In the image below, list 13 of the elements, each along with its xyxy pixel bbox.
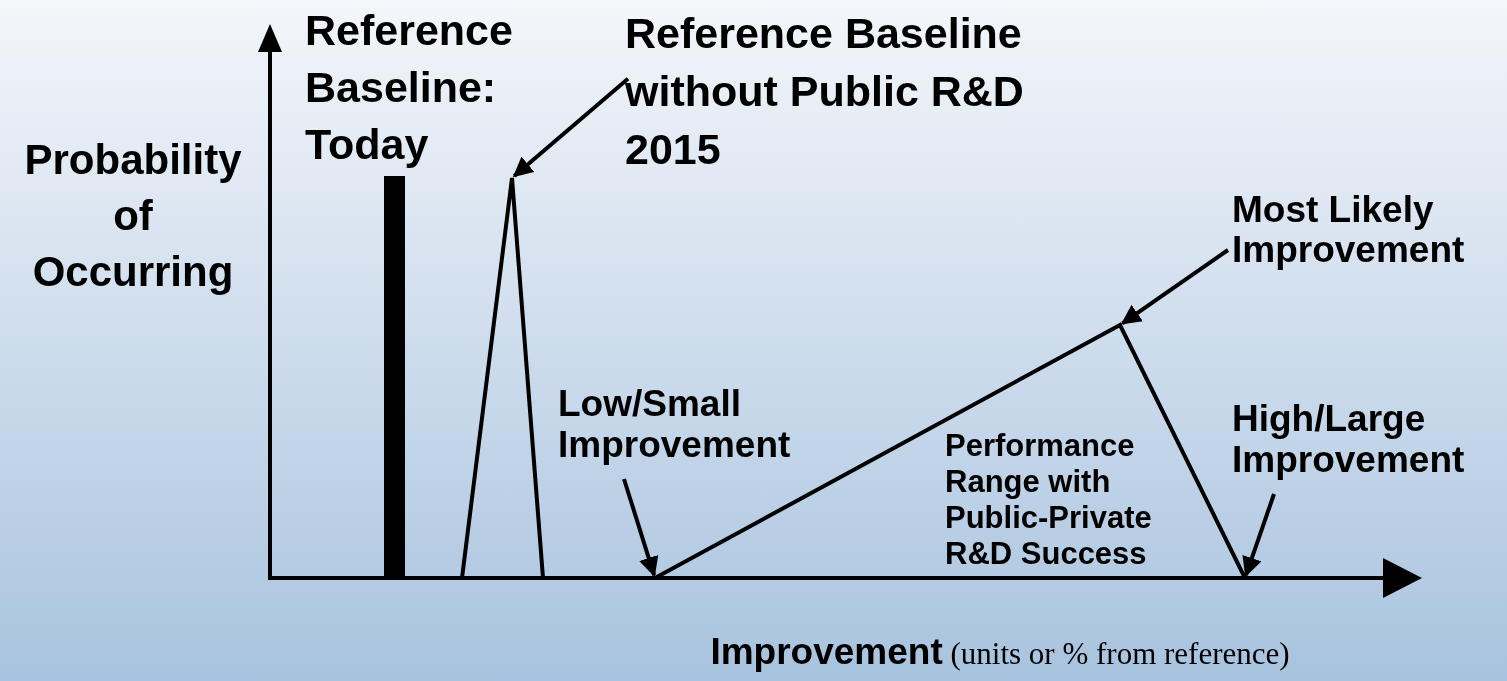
leader-arrow: [1120, 248, 1230, 325]
callout-text: Low/Small Improvement: [558, 383, 848, 465]
axis-title: Improvement (units or % from reference): [709, 630, 1291, 674]
baseline-bar: [384, 176, 405, 578]
leader-arrow: [512, 77, 630, 178]
callout-text: Most Likely Improvement: [1232, 190, 1507, 270]
axis-title: Probability of Occurring: [23, 135, 243, 297]
annotation-text: Reference Baseline: Today: [305, 5, 514, 170]
leader-arrow: [622, 478, 659, 578]
annotation-text: Performance Range with Public-Private R&D Success: [945, 428, 1153, 572]
callout-text: High/Large Improvement: [1232, 398, 1507, 480]
leader-arrow: [1242, 493, 1276, 578]
callout-text: Reference Baseline without Public R&D 2015: [625, 4, 1075, 178]
